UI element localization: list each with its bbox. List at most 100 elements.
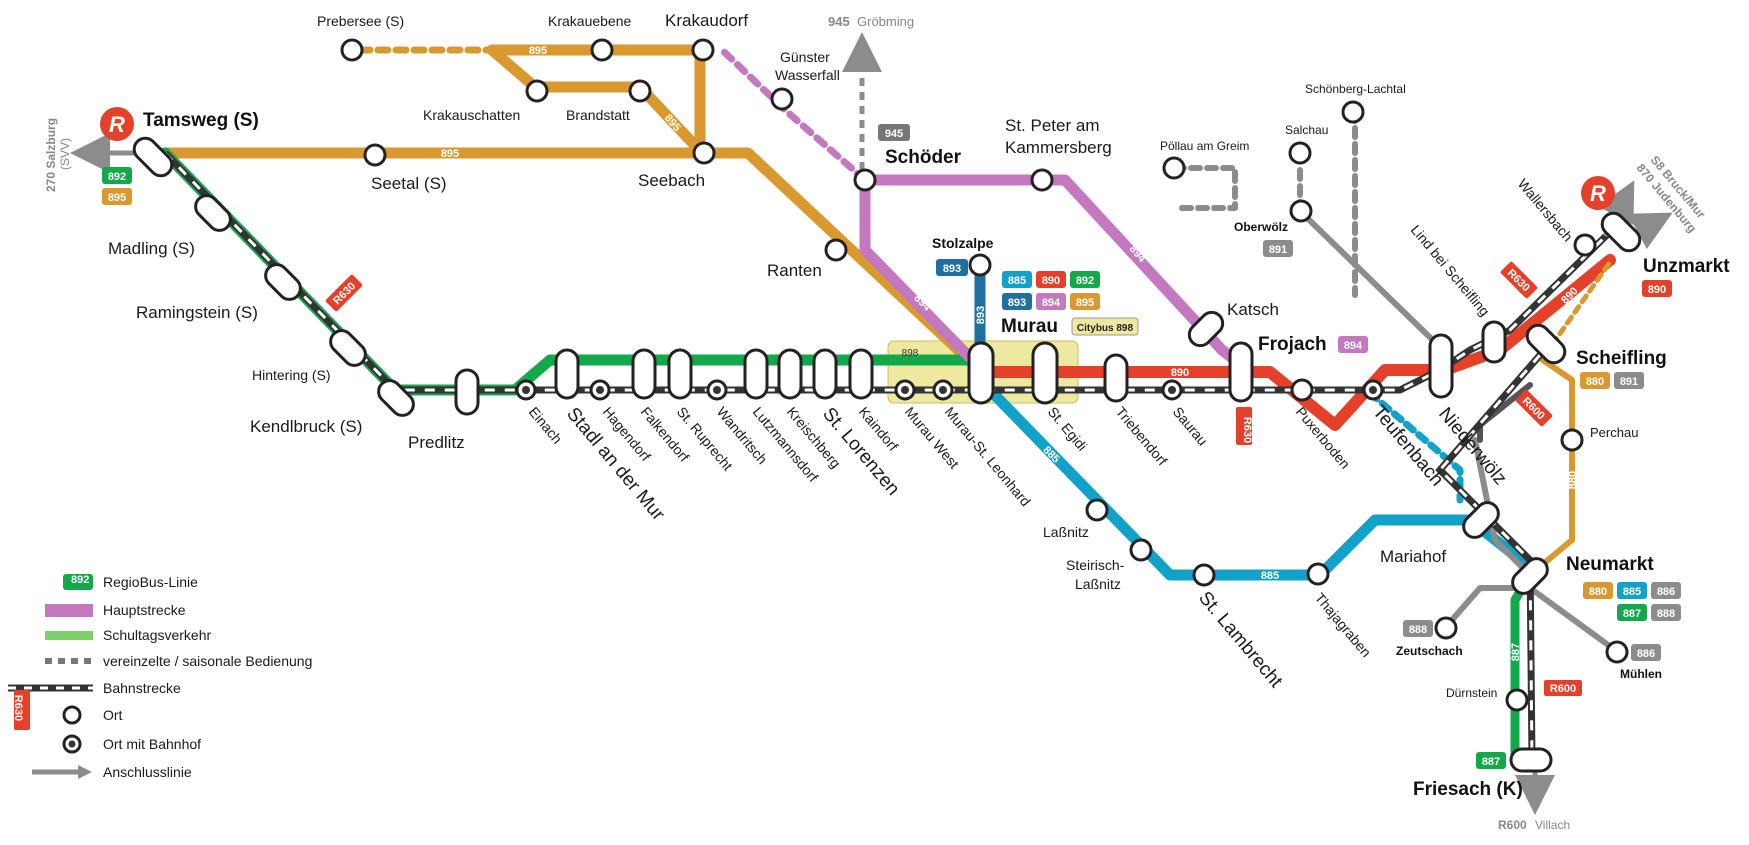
badge-murau-893: 893 bbox=[1008, 297, 1026, 309]
rail-main-dash bbox=[163, 151, 1612, 392]
station-krakaudorf[interactable] bbox=[691, 38, 715, 62]
label-kendlbruck: Kendlbruck (S) bbox=[250, 417, 362, 436]
label-895-top: 895 bbox=[529, 45, 547, 57]
station-st-lambrecht[interactable] bbox=[1192, 563, 1216, 587]
label-unzmarkt: Unzmarkt bbox=[1643, 256, 1730, 277]
station-st-peter[interactable] bbox=[1030, 168, 1054, 192]
station-guenster[interactable] bbox=[770, 87, 794, 111]
station-krakauebene[interactable] bbox=[590, 38, 614, 62]
legend-badge-icon bbox=[63, 574, 93, 590]
label-st-peter-2: Kammersberg bbox=[1005, 138, 1112, 157]
legend-circle-icon bbox=[62, 705, 82, 725]
station-scheifling[interactable] bbox=[1523, 321, 1570, 368]
station-schoeder[interactable] bbox=[853, 168, 877, 192]
badge-oberwoelz-891: 891 bbox=[1269, 244, 1287, 256]
station-kaindorf[interactable] bbox=[848, 348, 874, 400]
station-prebersee[interactable] bbox=[340, 38, 364, 62]
legend-rail-circle-icon bbox=[62, 734, 82, 754]
station-seetal[interactable] bbox=[363, 143, 387, 167]
station-neumarkt[interactable] bbox=[1508, 554, 1552, 598]
station-salchau[interactable] bbox=[1288, 141, 1312, 165]
legend-purple-line-icon bbox=[45, 604, 93, 617]
station-st-lorenzen[interactable] bbox=[812, 348, 838, 400]
regiobus-logo-tamsweg bbox=[100, 107, 134, 141]
station-st-egidi[interactable] bbox=[1031, 341, 1059, 405]
badge-r600-scheifling bbox=[1515, 389, 1553, 427]
station-seebach[interactable] bbox=[692, 141, 716, 165]
label-mariahof: Mariahof bbox=[1380, 547, 1446, 566]
station-hintering[interactable] bbox=[326, 326, 370, 370]
label-zeutschach: Zeutschach bbox=[1396, 644, 1463, 658]
label-villach-num: R600 bbox=[1498, 818, 1527, 832]
label-lassnitz: Laßnitz bbox=[1043, 524, 1089, 540]
station-muehlen[interactable] bbox=[1605, 640, 1629, 664]
label-saurau: Saurau bbox=[1170, 404, 1211, 449]
label-murau: Murau bbox=[1001, 316, 1058, 337]
badge-stolzalpe-893: 893 bbox=[943, 263, 961, 275]
label-898-zone: 898 bbox=[902, 348, 919, 359]
label-steirisch-1: Steirisch- bbox=[1066, 557, 1125, 573]
station-madling[interactable] bbox=[191, 191, 235, 235]
station-zeutschach[interactable] bbox=[1434, 616, 1458, 640]
legend-anschluss-label: Anschlusslinie bbox=[103, 764, 192, 780]
badge-neumarkt-885: 885 bbox=[1623, 586, 1641, 598]
station-unzmarkt[interactable] bbox=[1598, 209, 1645, 256]
station-lind[interactable] bbox=[1481, 320, 1507, 364]
station-perchau[interactable] bbox=[1560, 428, 1584, 452]
svg-text:R: R bbox=[1590, 181, 1606, 206]
station-tamsweg[interactable] bbox=[130, 134, 177, 181]
label-hintering: Hintering (S) bbox=[252, 367, 331, 383]
station-kendlbruck[interactable] bbox=[374, 376, 418, 420]
station-frojach[interactable] bbox=[1228, 341, 1254, 403]
station-brandstatt[interactable] bbox=[628, 79, 652, 103]
label-einach: Einach bbox=[526, 404, 566, 447]
station-duernstein[interactable] bbox=[1505, 688, 1529, 712]
station-triebendorf[interactable] bbox=[1103, 353, 1129, 403]
line-badges: 892 895 945 893 885 890 892 893 894 895 … bbox=[102, 124, 1681, 769]
station-lassnitz[interactable] bbox=[1085, 498, 1109, 522]
station-steirisch-lassnitz[interactable] bbox=[1129, 538, 1153, 562]
legend-schultag-label: Schultagsverkehr bbox=[103, 627, 212, 643]
legend-saisonal-label: vereinzelte / saisonale Bedienung bbox=[103, 653, 313, 669]
label-krakauschatten: Krakauschatten bbox=[423, 107, 520, 123]
station-stolzalpe[interactable] bbox=[968, 253, 992, 277]
label-seebach: Seebach bbox=[638, 171, 705, 190]
badge-murau-892: 892 bbox=[1076, 275, 1094, 287]
label-890-line: 890 bbox=[1171, 367, 1189, 379]
badge-r600-friesach bbox=[1544, 680, 1582, 696]
station-friesach[interactable] bbox=[1509, 747, 1553, 773]
station-niederwoelz[interactable] bbox=[1428, 333, 1454, 399]
station-oberwoelz[interactable] bbox=[1289, 199, 1313, 223]
station-poellau[interactable] bbox=[1162, 156, 1186, 180]
station-st-ruprecht[interactable] bbox=[667, 348, 693, 400]
label-neumarkt: Neumarkt bbox=[1566, 554, 1654, 575]
label-krakaudorf: Krakaudorf bbox=[665, 11, 748, 30]
place-labels: Tamsweg (S) Madling (S) Ramingstein (S) … bbox=[108, 11, 1730, 800]
station-predlitz[interactable] bbox=[454, 368, 480, 416]
station-krakauschatten[interactable] bbox=[525, 79, 549, 103]
legend-ort-label: Ort bbox=[103, 707, 123, 723]
station-falkendorf[interactable] bbox=[631, 348, 657, 400]
station-schoenberg[interactable] bbox=[1341, 100, 1365, 124]
station-wallersbach[interactable] bbox=[1573, 233, 1597, 257]
station-ranten[interactable] bbox=[824, 238, 848, 262]
label-guenster-1: Günster bbox=[780, 49, 830, 65]
label-triebendorf: Triebendorf bbox=[1113, 404, 1171, 469]
label-groebming-num: 945 bbox=[828, 14, 850, 29]
station-thajagraben[interactable] bbox=[1306, 562, 1330, 586]
label-schoenberg: Schönberg-Lachtal bbox=[1305, 82, 1406, 96]
label-ramingstein: Ramingstein (S) bbox=[136, 303, 258, 322]
station-murau[interactable] bbox=[967, 341, 995, 405]
badge-scheifling-880: 880 bbox=[1586, 376, 1604, 388]
label-892-diag: 892 bbox=[299, 315, 320, 336]
station-lutzmannsdorf[interactable] bbox=[743, 348, 769, 400]
station-katsch[interactable] bbox=[1185, 308, 1227, 350]
station-puxerboden[interactable] bbox=[1290, 378, 1314, 402]
svg-text:R630: R630 bbox=[1241, 417, 1253, 443]
line-880 bbox=[1527, 355, 1575, 578]
station-ramingstein[interactable] bbox=[261, 260, 305, 304]
station-kreischberg[interactable] bbox=[777, 348, 803, 400]
station-stadl[interactable] bbox=[554, 348, 580, 400]
station-mariahof[interactable] bbox=[1459, 498, 1503, 542]
badge-r630-left bbox=[325, 274, 363, 312]
